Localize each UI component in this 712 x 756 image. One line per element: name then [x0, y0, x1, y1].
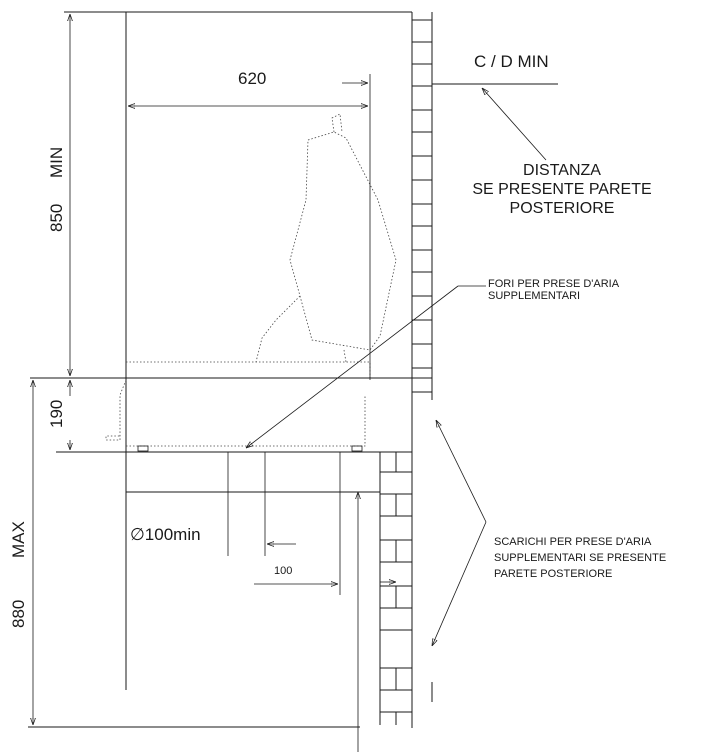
dimension-880-label: 880: [9, 600, 28, 628]
diameter-dimension: [227, 452, 396, 752]
dimension-190-label: 190: [47, 400, 66, 428]
fori-line-1: FORI PER PRESE D'ARIA: [488, 278, 620, 290]
scarichi-line-2: SUPPLEMENTARI SE PRESENTE: [494, 552, 666, 564]
frame-lines: [28, 11, 558, 728]
cd-min-label: C / D MIN: [474, 52, 549, 71]
appliance-outline: [105, 113, 397, 452]
distanza-line-1: DISTANZA: [523, 162, 601, 179]
rear-wall-lower: [379, 452, 433, 728]
rear-wall-upper: [411, 12, 433, 452]
scarichi-line-3: PARETE POSTERIORE: [494, 568, 612, 580]
scarichi-leader: [432, 420, 487, 646]
distanza-line-3: POSTERIORE: [510, 200, 615, 217]
diameter-100-label: ∅100min: [130, 525, 201, 544]
distanza-line-2: SE PRESENTE PARETE: [472, 181, 651, 198]
dimension-100-label: 100: [274, 565, 292, 577]
dimension-850-label: 850: [47, 204, 66, 232]
distanza-leader: [482, 88, 547, 161]
dimension-620: [128, 74, 371, 380]
fori-line-2: SUPPLEMENTARI: [488, 290, 580, 302]
fori-leader: [246, 285, 486, 448]
scarichi-line-1: SCARICHI PER PRESE D'ARIA: [494, 536, 652, 548]
dimension-850-min-label: MIN: [47, 147, 66, 178]
dimension-620-label: 620: [238, 69, 266, 88]
dimension-880-max-label: MAX: [9, 521, 28, 558]
